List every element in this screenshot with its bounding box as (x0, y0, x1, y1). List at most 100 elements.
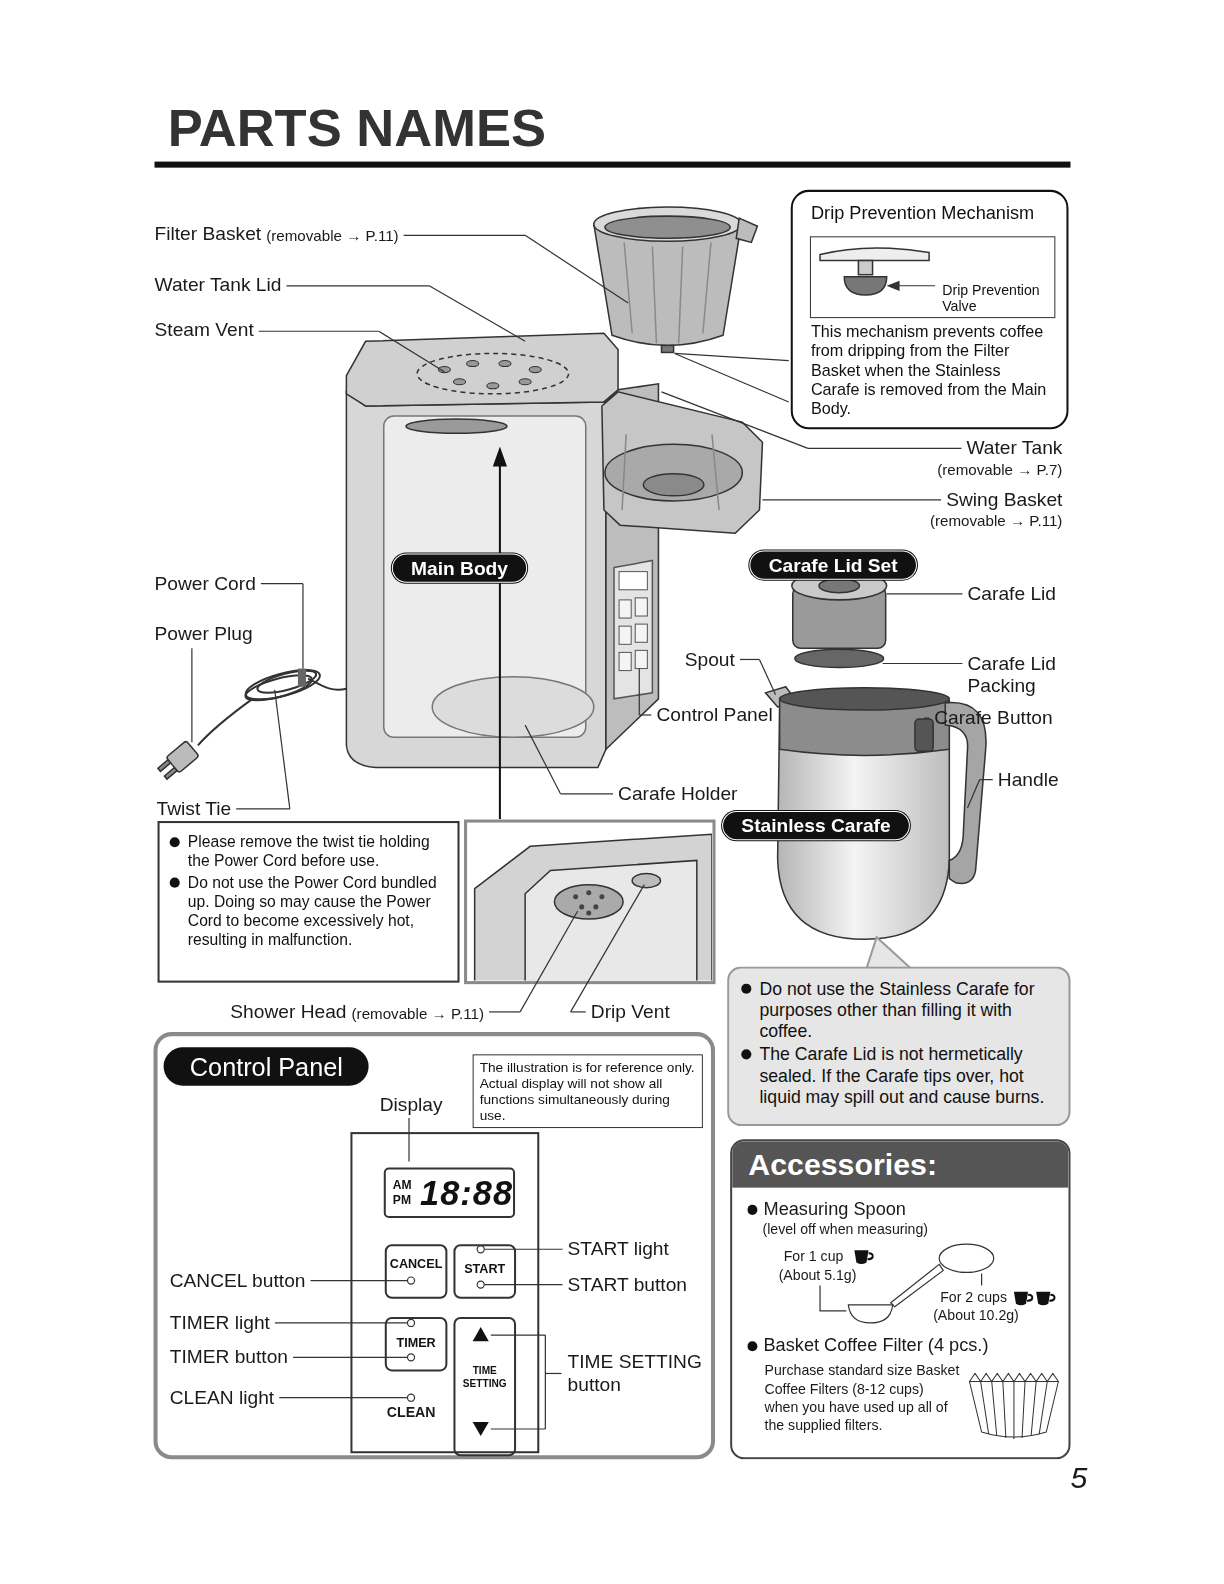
node-text: Carafe Lid Set (769, 553, 898, 576)
part-label: Shower Head (230, 1001, 346, 1023)
leader-lines (491, 1428, 546, 1429)
carafe-drawing (915, 719, 933, 751)
main-body-drawing (519, 379, 531, 385)
node-text: TIMER (387, 1336, 446, 1351)
main-body-drawing (619, 572, 647, 590)
lcd-display: AMPM18:88 (384, 1167, 515, 1217)
part-label: Power Plug (155, 623, 253, 645)
node-text: Drip Prevention Valve (942, 282, 1051, 314)
shower-head-inset (554, 885, 623, 919)
carafe-lid-drawing (819, 579, 859, 593)
part-label: 5 (1070, 1459, 1087, 1494)
leader-lines (675, 353, 789, 360)
node-text: Do not use the Stainless Carafe for purp… (759, 979, 1058, 1043)
main-body-drawing (619, 600, 631, 618)
leader-lines (661, 392, 807, 449)
coffee-filter-drawing (970, 1373, 1059, 1381)
power-cord-drawing (255, 666, 318, 697)
leader-lines (571, 885, 645, 1012)
part-label: (removable → P.11) (266, 227, 398, 245)
part-label: For 2 cups (940, 1289, 1007, 1305)
part-label: START light (568, 1238, 669, 1260)
leader-lines (887, 593, 963, 594)
bullet-dot (747, 1204, 757, 1214)
leader-lines (275, 690, 290, 809)
part-label: Filter Basket (155, 223, 262, 245)
leader-lines (525, 235, 628, 303)
leader-lines (261, 583, 303, 584)
drip-valve-drawing (858, 261, 872, 275)
node-text: This mechanism prevents coffee from drip… (811, 322, 1052, 418)
leader-lines (759, 659, 775, 694)
leader-lines (311, 1280, 407, 1281)
leader-lines (808, 448, 962, 449)
shower-head-inset (632, 874, 660, 888)
filter-basket-drawing (594, 207, 741, 241)
part-label: Swing Basket (946, 489, 1062, 511)
control-panel-drawing (407, 1277, 414, 1284)
cup-icons (1036, 1292, 1054, 1306)
shower-head-inset (593, 904, 598, 909)
control-panel-drawing (477, 1281, 484, 1288)
accessory-item: Measuring Spoon (763, 1199, 905, 1220)
swing-basket-drawing (643, 474, 704, 496)
part-label: For 1 cup (784, 1248, 844, 1264)
leader-lines (275, 1322, 407, 1323)
section-badge: Carafe Lid Set (749, 550, 916, 579)
leader-lines (259, 331, 379, 332)
main-body-arrow (493, 446, 507, 466)
section-badge: Stainless Carafe (722, 811, 910, 840)
coffee-filter-drawing (981, 1382, 1048, 1440)
control-panel-drawing (407, 1354, 414, 1361)
leader-lines (429, 286, 525, 342)
page-title: PARTS NAMES (168, 97, 546, 160)
main-body-drawing (619, 652, 631, 670)
power-plug-drawing (158, 760, 171, 772)
bullet-dot (170, 878, 180, 888)
bullet-dot (741, 1049, 751, 1059)
panel-button: START (453, 1244, 516, 1299)
part-label: (removable → P.11) (352, 1005, 484, 1023)
drip-valve-drawing (820, 248, 935, 295)
part-label: Display (380, 1094, 443, 1116)
filter-basket-drawing (605, 216, 730, 238)
node-text: Accessories: (732, 1141, 1068, 1187)
main-body-drawing (529, 367, 541, 373)
part-label: CANCEL button (170, 1269, 306, 1291)
filter-basket-drawing (624, 242, 711, 343)
leader-lines (545, 1335, 546, 1429)
leader-lines (236, 808, 290, 809)
part-label: Twist Tie (157, 798, 232, 820)
part-label: Water Tank (966, 437, 1062, 459)
part-label: START button (568, 1273, 687, 1295)
note-box: Please remove the twist tie holding the … (158, 821, 460, 983)
shower-head-inset (475, 834, 712, 980)
panel-button: CANCEL (385, 1244, 448, 1299)
swing-basket-drawing (602, 392, 763, 533)
control-panel-drawing (477, 1246, 484, 1253)
node-text: Control Panel (164, 1047, 369, 1085)
leader-lines (520, 911, 578, 1012)
callout-box: Drip Prevention MechanismThis mechanism … (791, 190, 1069, 429)
carafe-drawing (945, 703, 986, 884)
main-body-drawing (614, 560, 652, 698)
part-label: Steam Vent (155, 319, 254, 341)
carafe-drawing (780, 688, 950, 710)
part-label: (removable → P.11) (930, 512, 1062, 530)
part-label: Carafe Button (934, 707, 1052, 729)
leader-lines (639, 669, 640, 715)
node-text: CANCEL (387, 1257, 446, 1272)
part-label: Carafe Holder (618, 783, 737, 805)
power-cord-drawing (198, 664, 346, 745)
node-text: The Carafe Lid is not hermetically seale… (759, 1044, 1058, 1108)
node-text: Please remove the twist tie holding the … (188, 832, 450, 870)
coffee-filter-drawing (970, 1373, 1059, 1439)
leader-lines (740, 659, 759, 660)
shower-head-inset (525, 860, 697, 980)
leader-lines (485, 1284, 563, 1285)
leader-lines (762, 499, 941, 500)
main-body-drawing (635, 598, 647, 616)
leader-lines (571, 1011, 586, 1012)
part-label: (level off when measuring) (762, 1221, 928, 1237)
